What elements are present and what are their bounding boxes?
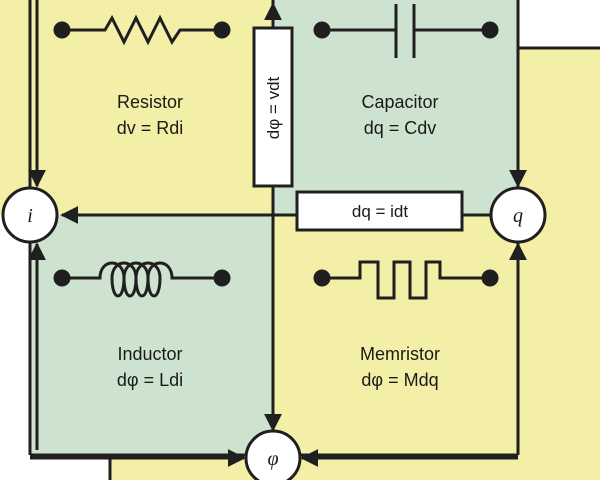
- node-q: q: [489, 186, 547, 244]
- node-i-label: i: [27, 205, 33, 227]
- memristor-equation: dφ = Mdq: [361, 370, 438, 390]
- memristor-symbol-icon: [313, 260, 499, 300]
- charge-current-label: dq = idt: [352, 202, 409, 221]
- node-q-label: q: [513, 205, 523, 227]
- flux-voltage-label: dφ = vdt: [264, 76, 283, 139]
- node-i: i: [1, 186, 59, 244]
- capacitor-name: Capacitor: [361, 92, 438, 112]
- inductor-equation: dφ = Ldi: [117, 370, 183, 390]
- capacitor-equation: dq = Cdv: [364, 118, 437, 138]
- resistor-name: Resistor: [117, 92, 183, 112]
- capacitor-symbol-icon: [313, 4, 499, 58]
- quadrant-memristor-extension: [518, 48, 600, 480]
- memristor-name: Memristor: [360, 344, 440, 364]
- charge-current-box: dq = idt: [295, 190, 464, 232]
- resistor-equation: dv = Rdi: [117, 118, 184, 138]
- flux-voltage-box: dφ = vdt: [252, 26, 294, 188]
- node-phi-label: φ: [267, 448, 278, 470]
- inductor-name: Inductor: [117, 344, 182, 364]
- inductor-symbol-icon: [53, 261, 231, 298]
- resistor-symbol-icon: [53, 14, 231, 46]
- quadrant-memristor: [273, 215, 518, 455]
- node-phi: φ: [244, 429, 302, 480]
- quadrant-inductor: [30, 215, 273, 455]
